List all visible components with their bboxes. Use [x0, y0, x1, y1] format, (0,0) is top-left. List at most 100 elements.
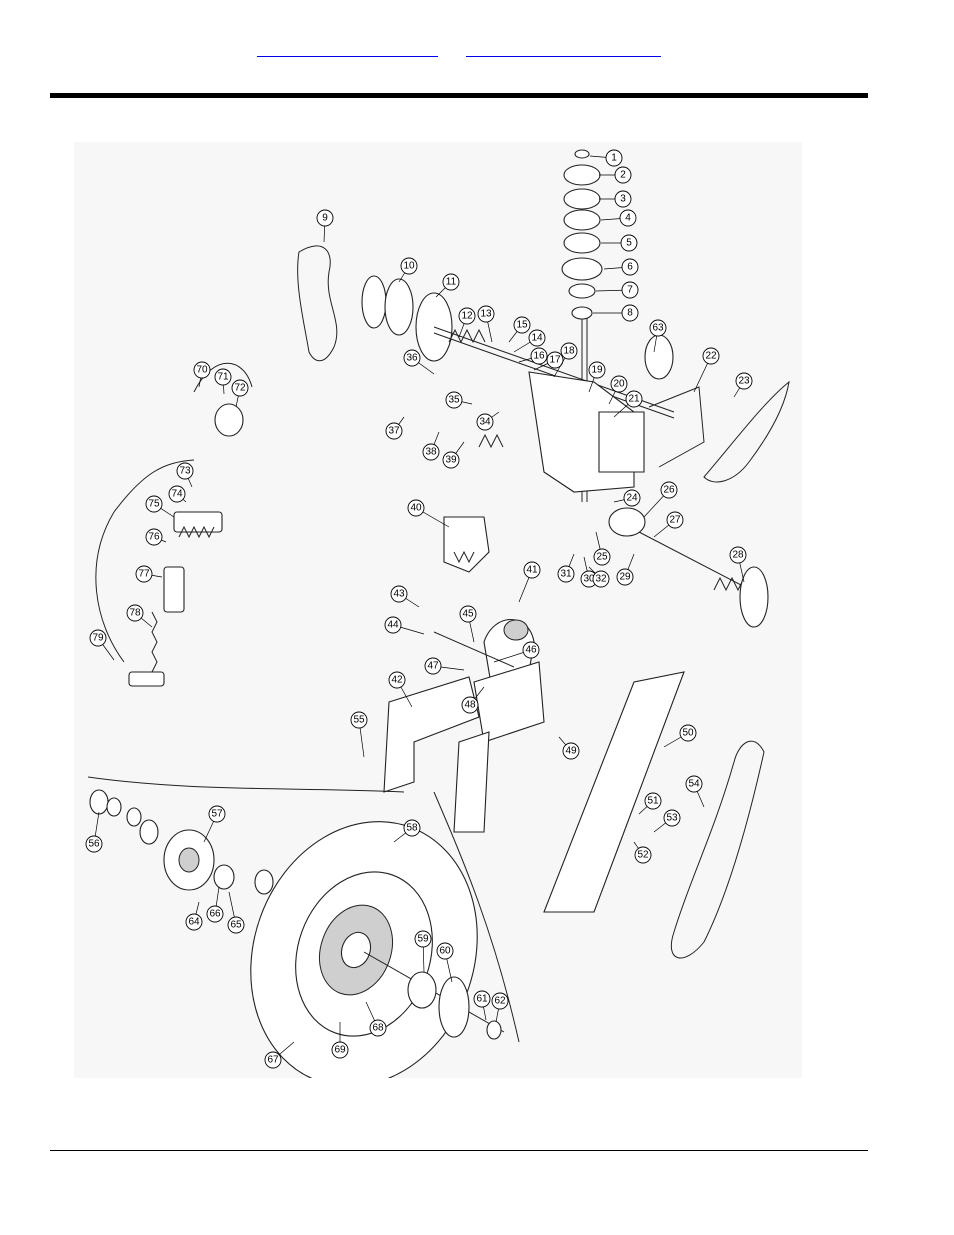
callout-circle	[350, 711, 368, 729]
callout-circle	[231, 379, 249, 397]
callout-54: 54	[685, 775, 703, 793]
callout-number: 31	[560, 569, 572, 580]
callout-number: 29	[619, 572, 631, 583]
callout-number: 64	[188, 917, 200, 928]
callout-37: 37	[385, 422, 403, 440]
callout-number: 15	[516, 320, 528, 331]
callout-49: 49	[562, 742, 580, 760]
header-link-1[interactable]	[257, 42, 438, 57]
callout-number: 12	[461, 311, 473, 322]
callout-circle	[729, 546, 747, 564]
callout-number: 59	[417, 934, 429, 945]
callout-circle	[436, 942, 454, 960]
callout-circle	[390, 585, 408, 603]
callout-76: 76	[145, 528, 163, 546]
callout-circle	[403, 349, 421, 367]
callout-circle	[620, 234, 638, 252]
callout-32: 32	[592, 570, 610, 588]
callout-number: 30	[583, 574, 595, 585]
callout-46: 46	[522, 641, 540, 659]
callout-number: 28	[732, 550, 744, 561]
callout-61: 61	[473, 990, 491, 1008]
footer-rule	[50, 1150, 868, 1151]
callout-2: 2	[614, 166, 632, 184]
callout-64: 64	[185, 913, 203, 931]
callout-7: 7	[621, 281, 639, 299]
callout-circle	[588, 361, 606, 379]
callout-number: 36	[406, 353, 418, 364]
callout-55: 55	[350, 711, 368, 729]
callout-number: 60	[439, 946, 451, 957]
callout-56: 56	[85, 835, 103, 853]
callout-circle	[592, 570, 610, 588]
callout-74: 74	[168, 485, 186, 503]
callout-circle	[663, 809, 681, 827]
callout-circle	[610, 375, 628, 393]
callout-13: 13	[477, 305, 495, 323]
callout-circle	[403, 819, 421, 837]
callout-number: 24	[626, 493, 638, 504]
callout-circle	[214, 368, 232, 386]
callout-number: 2	[620, 170, 626, 181]
callout-number: 25	[596, 552, 608, 563]
callout-77: 77	[135, 565, 153, 583]
callout-20: 20	[610, 375, 628, 393]
callout-circle	[400, 257, 418, 275]
callout-circle	[445, 391, 463, 409]
callout-59: 59	[414, 930, 432, 948]
callout-12: 12	[458, 307, 476, 325]
callout-number: 77	[138, 569, 150, 580]
callout-number: 79	[92, 633, 104, 644]
callout-circle	[176, 462, 194, 480]
callout-circle	[85, 835, 103, 853]
callout-number: 17	[549, 355, 561, 366]
callout-23: 23	[735, 372, 753, 390]
callout-number: 40	[410, 503, 422, 514]
callout-circle	[185, 913, 203, 931]
callout-circle	[619, 209, 637, 227]
callout-22: 22	[702, 347, 720, 365]
callout-number: 41	[526, 565, 538, 576]
header-link-2[interactable]	[466, 42, 661, 57]
callout-circle	[145, 528, 163, 546]
callout-number: 43	[393, 589, 405, 600]
callout-circle	[634, 846, 652, 864]
callout-62: 62	[491, 992, 509, 1010]
callout-circle	[491, 992, 509, 1010]
callout-circle	[477, 305, 495, 323]
callout-number: 32	[595, 574, 607, 585]
sprocket-stack	[561, 149, 603, 320]
callout-number: 49	[565, 746, 577, 757]
callout-28: 28	[729, 546, 747, 564]
callout-number: 75	[148, 499, 160, 510]
callout-number: 61	[476, 994, 488, 1005]
callout-circle	[369, 1019, 387, 1037]
callout-number: 6	[627, 262, 633, 273]
callout-circle	[385, 422, 403, 440]
callout-number: 51	[647, 796, 659, 807]
callout-60: 60	[436, 942, 454, 960]
callout-circle	[424, 657, 442, 675]
callout-35: 35	[445, 391, 463, 409]
callout-circle	[685, 775, 703, 793]
callout-number: 54	[688, 779, 700, 790]
callout-69: 69	[331, 1041, 349, 1059]
callout-number: 45	[462, 609, 474, 620]
callout-63: 63	[649, 319, 667, 337]
callout-circle	[660, 481, 678, 499]
callout-circle	[530, 347, 548, 365]
callout-number: 20	[613, 379, 625, 390]
callout-26: 26	[660, 481, 678, 499]
callout-number: 11	[446, 277, 457, 288]
callout-68: 68	[369, 1019, 387, 1037]
callout-66: 66	[206, 905, 224, 923]
callout-3: 3	[614, 190, 632, 208]
callout-40: 40	[407, 499, 425, 517]
callout-number: 58	[406, 823, 418, 834]
callout-67: 67	[264, 1051, 282, 1069]
callout-73: 73	[176, 462, 194, 480]
callout-circle	[461, 696, 479, 714]
callout-42: 42	[388, 671, 406, 689]
callout-circle	[621, 304, 639, 322]
